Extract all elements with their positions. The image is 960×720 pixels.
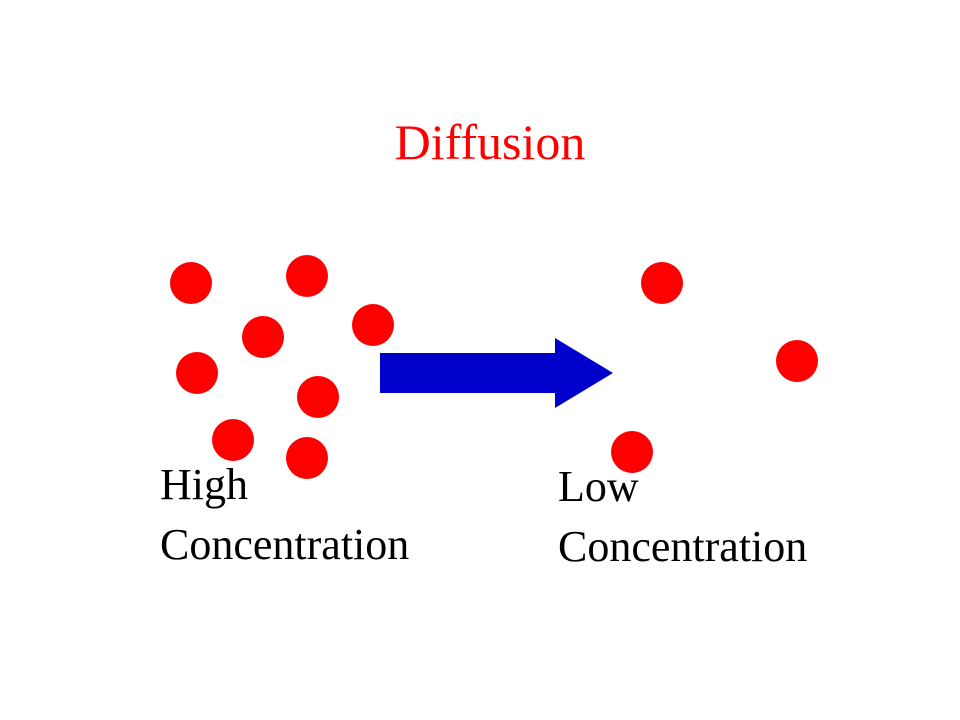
particle	[286, 255, 328, 297]
particle	[641, 262, 683, 304]
high-label-line2: Concentration	[160, 520, 410, 569]
low-concentration-label: Low Concentration	[558, 457, 807, 577]
right-arrow-icon	[380, 338, 613, 408]
low-concentration-particles	[611, 262, 818, 473]
particle	[286, 437, 328, 479]
low-label-line2: Concentration	[558, 522, 808, 571]
high-label-line1: High	[160, 460, 248, 509]
particle	[212, 419, 254, 461]
particle	[242, 316, 284, 358]
high-concentration-label: High Concentration	[160, 455, 409, 575]
particle	[176, 352, 218, 394]
particle	[352, 304, 394, 346]
particle	[297, 376, 339, 418]
particle	[170, 262, 212, 304]
particle	[776, 340, 818, 382]
page-title: Diffusion	[394, 114, 586, 170]
high-concentration-particles	[170, 255, 394, 479]
particle	[611, 431, 653, 473]
low-label-line1: Low	[558, 462, 639, 511]
